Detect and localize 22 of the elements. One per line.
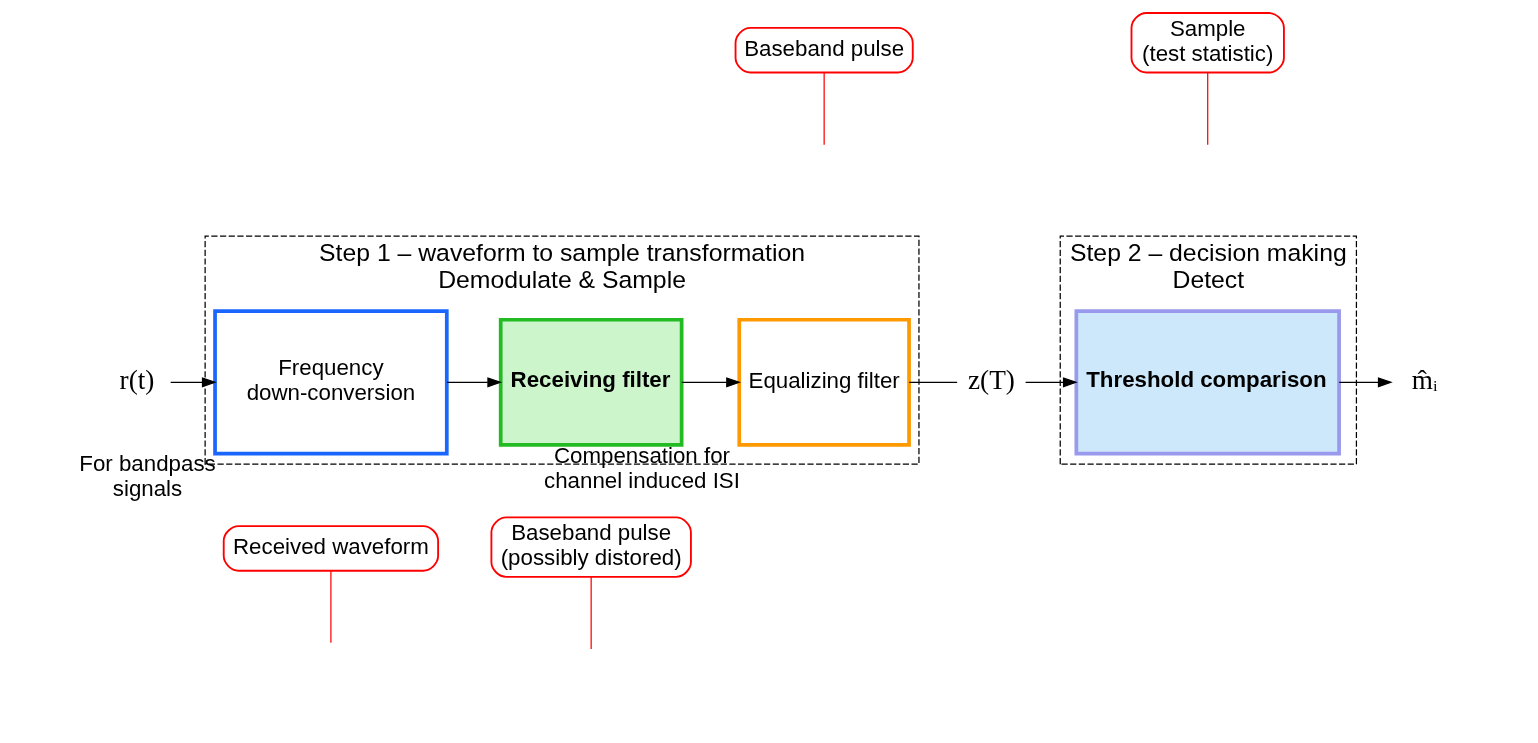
connector [330,570,332,644]
node-box: Sample (test statistic) [1130,12,1285,74]
node-box: Frequency down-conversion [213,309,449,456]
connector [908,381,958,383]
node-text: m̂ᵢ [1411,365,1438,396]
node-box: Receiving filter [498,317,684,447]
node-text: r(t) [119,365,155,396]
arrow [681,377,742,388]
arrow [1338,377,1393,388]
node-text: z(T) [968,365,1015,396]
arrow [1025,377,1078,388]
node-box: Baseband pulse [734,27,914,74]
node-box: Baseband pulse (possibly distored) [490,516,692,578]
node-box: Received waveform [222,525,440,572]
arrow [170,377,217,388]
connector [1207,72,1209,146]
connector [823,72,825,146]
node-box: Equalizing filter [737,317,911,447]
node-label: For bandpass signals [79,451,216,502]
connector [590,576,592,650]
node-box: Threshold comparison [1074,309,1341,456]
arrow [446,377,503,388]
